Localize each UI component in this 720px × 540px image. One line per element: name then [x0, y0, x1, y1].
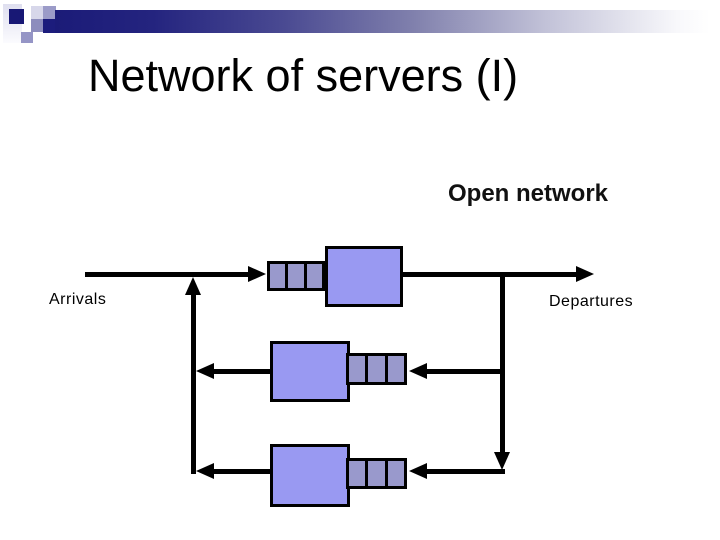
decor-square-medium — [43, 6, 56, 19]
decor-square-pale — [31, 6, 43, 19]
bottom-queue-arrowhead — [409, 463, 427, 479]
queue-station-3 — [346, 458, 407, 489]
queue-cell — [368, 461, 385, 486]
server-station-3 — [270, 444, 350, 507]
queue-station-2 — [346, 353, 407, 385]
middle-queue-arrowhead — [409, 363, 427, 379]
header-gradient-bar — [55, 10, 710, 33]
queue-cell — [349, 461, 366, 486]
slide-title: Network of servers (I) — [88, 50, 519, 101]
queue-cell — [270, 264, 286, 288]
feedback-up-arrowhead — [185, 277, 201, 295]
queue-cell — [288, 264, 304, 288]
decor-square-slate — [31, 19, 43, 32]
decor-square-navy — [9, 9, 24, 24]
queue-cell — [387, 356, 404, 382]
bottom-left-line — [214, 469, 270, 474]
queue-cell — [387, 461, 404, 486]
branch-down-arrowhead — [494, 452, 510, 470]
queue-cell — [306, 264, 322, 288]
bottom-right-line — [427, 469, 505, 474]
middle-right-line — [427, 369, 503, 374]
server-station-1 — [325, 246, 403, 307]
departures-label: Departures — [549, 293, 634, 310]
queue-cell — [368, 356, 385, 382]
decor-square-navy-small — [43, 19, 57, 33]
server-station-2 — [270, 341, 350, 402]
branch-vline-right — [500, 274, 505, 452]
departure-line — [400, 272, 576, 277]
arrival-line — [85, 272, 248, 277]
queue-station-1 — [267, 261, 325, 291]
departure-arrowhead — [576, 266, 594, 282]
middle-left-line — [214, 369, 270, 374]
arrival-arrowhead — [248, 266, 266, 282]
bottom-feedback-arrowhead — [196, 463, 214, 479]
queue-cell — [349, 356, 366, 382]
feedback-vline-left — [191, 293, 196, 474]
middle-feedback-arrowhead — [196, 363, 214, 379]
decor-square-purple — [21, 32, 33, 43]
arrivals-label: Arrivals — [49, 291, 107, 308]
open-network-label: Open network — [448, 180, 609, 207]
